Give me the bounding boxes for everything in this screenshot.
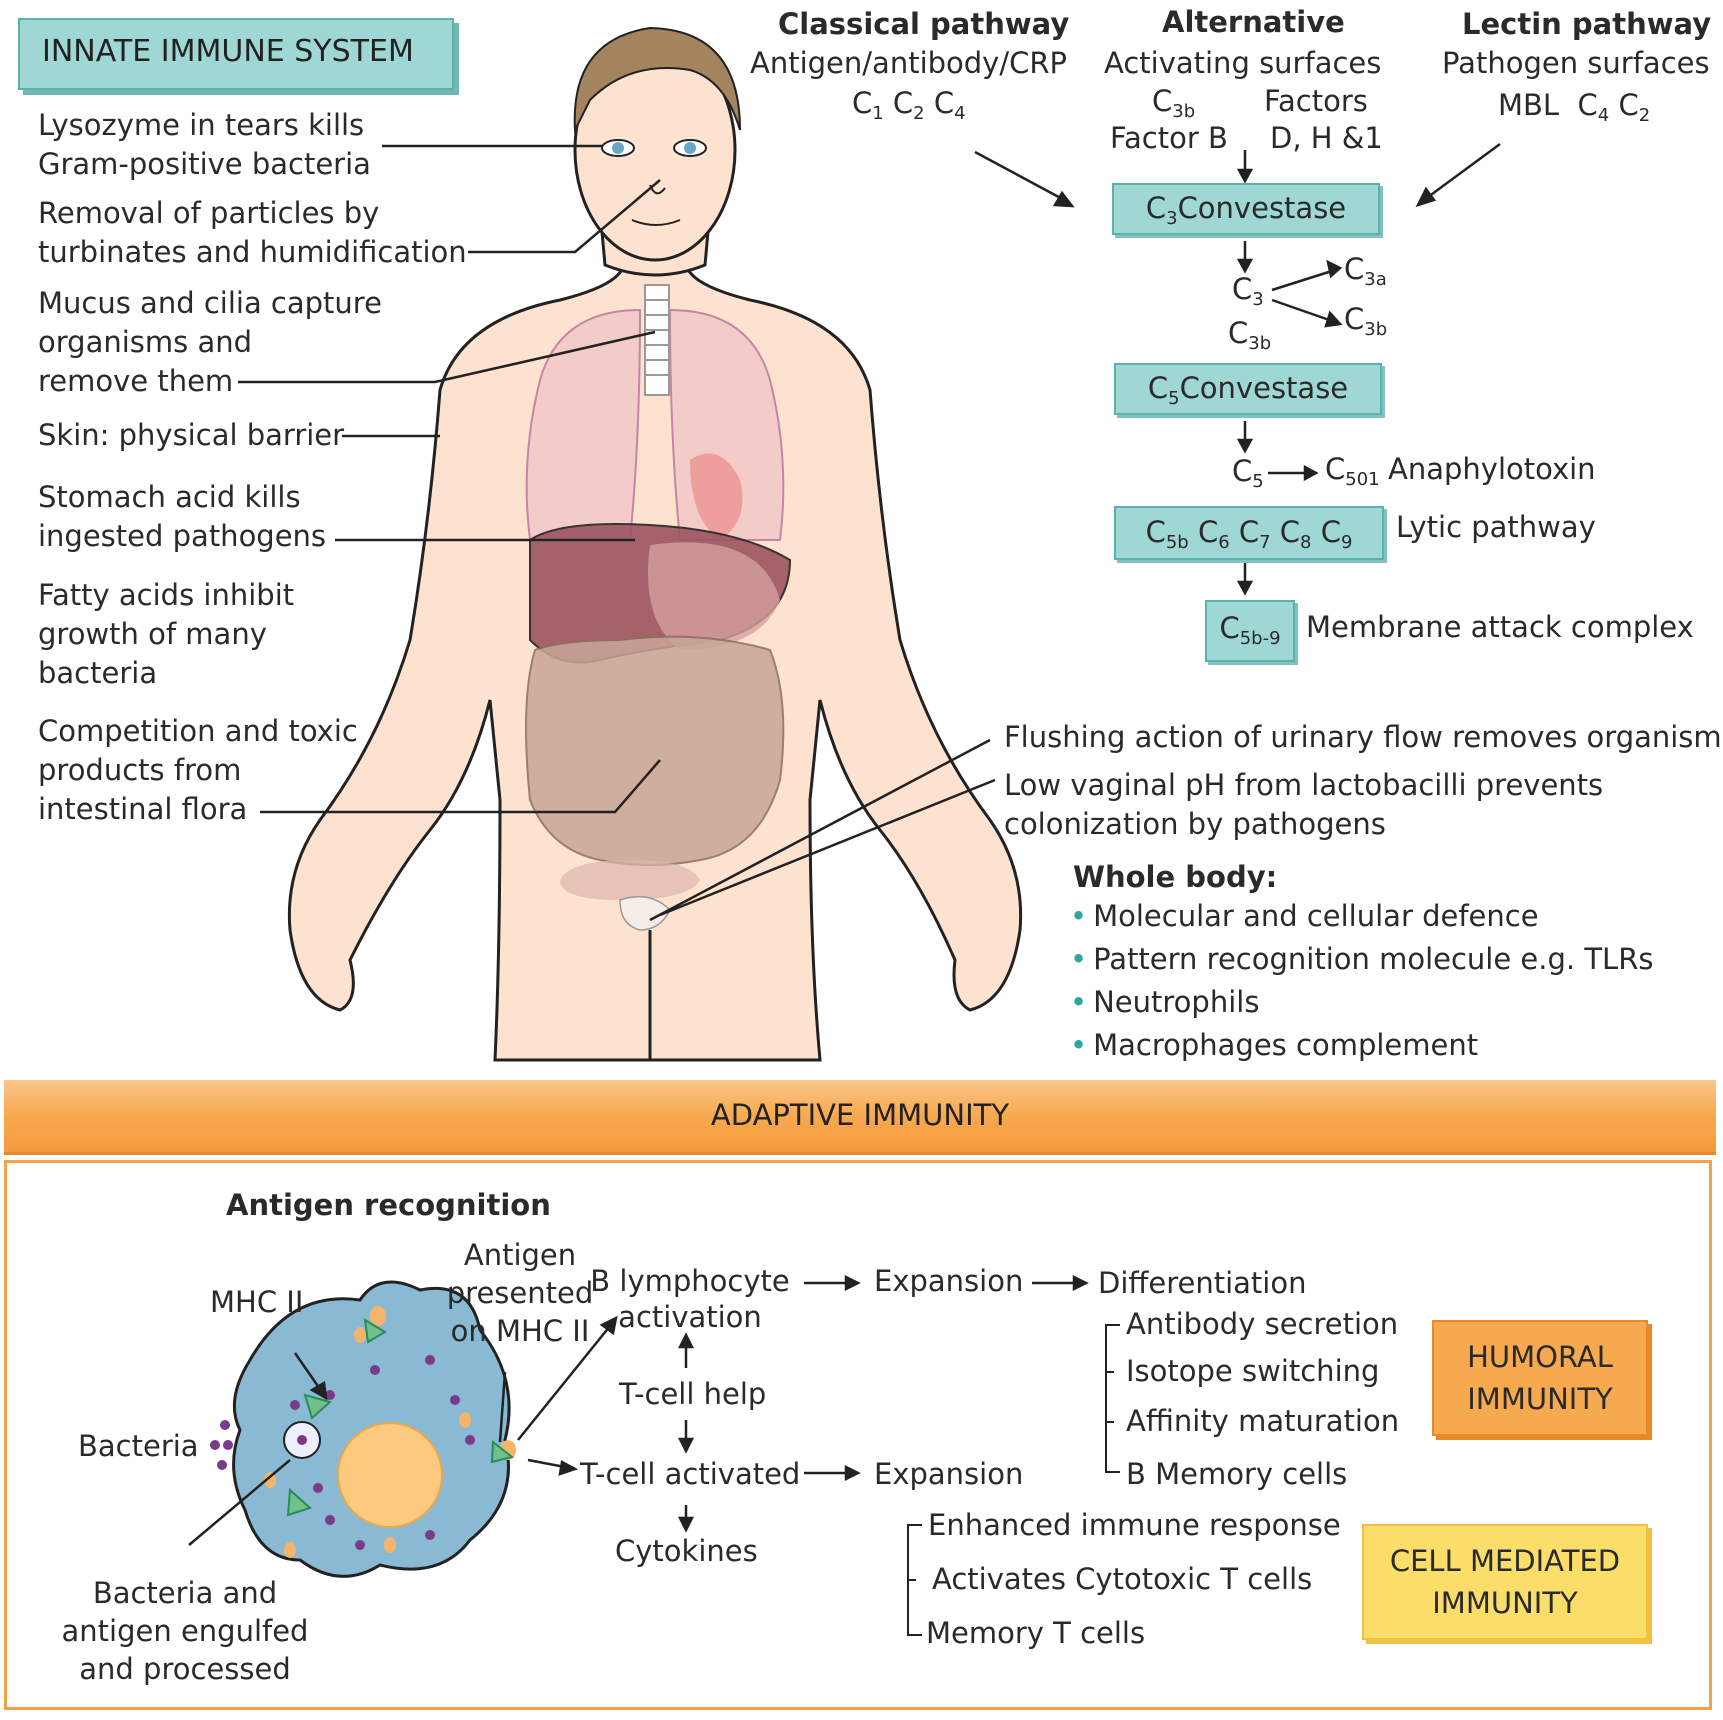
alternative-title: Alternative <box>1162 5 1345 39</box>
label-stomach-1: Stomach acid kills <box>38 480 301 514</box>
b-activation-1: B lymphocyte <box>590 1264 790 1298</box>
differentiation: Differentiation <box>1098 1266 1307 1300</box>
classical-components: C1 C2 C4 <box>852 86 966 124</box>
label-mucus-3: remove them <box>38 364 234 398</box>
t-activated: T-cell activated <box>580 1457 801 1491</box>
c5-node: C5 <box>1232 454 1264 492</box>
humoral-item: Isotope switching <box>1126 1354 1380 1388</box>
label-fatty-3: bacteria <box>38 656 158 690</box>
whole-body-item: •Macrophages complement <box>1070 1028 1479 1062</box>
humoral-box: HUMORAL IMMUNITY <box>1432 1320 1648 1436</box>
humoral-title-2: IMMUNITY <box>1467 1382 1613 1416</box>
innate-title: INNATE IMMUNE SYSTEM <box>42 34 414 69</box>
adaptive-banner: ADAPTIVE IMMUNITY <box>4 1080 1716 1155</box>
whole-body-item: •Pattern recognition molecule e.g. TLRs <box>1070 942 1654 976</box>
humoral-item: Antibody secretion <box>1126 1307 1399 1341</box>
whole-body-item: •Neutrophils <box>1070 985 1260 1019</box>
lectin-line1: Pathogen surfaces <box>1442 46 1710 80</box>
alternative-dh1: D, H &1 <box>1270 121 1383 155</box>
antigen-recognition-title: Antigen recognition <box>226 1188 551 1222</box>
alternative-c3b: C3b <box>1152 84 1196 122</box>
anaphylotoxin-label: Anaphylotoxin <box>1388 452 1596 486</box>
antigen-presented-3: on MHC II <box>450 1314 590 1348</box>
humoral-title-1: HUMORAL <box>1467 1340 1613 1374</box>
lectin-components: MBL C4 C2 <box>1498 88 1651 126</box>
cmi-title-1: CELL MEDIATED <box>1389 1544 1621 1578</box>
lytic-box: C5b C6 C7 C8 C9 <box>1114 506 1384 560</box>
adaptive-panel <box>4 1160 1712 1710</box>
c5-convertase-box: C5Convestase <box>1114 363 1382 415</box>
cmi-box: CELL MEDIATED IMMUNITY <box>1362 1524 1648 1640</box>
engulfed-2: antigen engulfed <box>61 1614 309 1648</box>
bacteria-label: Bacteria <box>78 1429 199 1463</box>
bladder-icon <box>619 895 671 931</box>
whole-body-item: •Molecular and cellular defence <box>1070 899 1539 933</box>
innate-title-box: INNATE IMMUNE SYSTEM <box>18 18 454 90</box>
label-lysozyme-1: Lysozyme in tears kills <box>38 108 365 142</box>
label-skin: Skin: physical barrier <box>38 418 345 452</box>
adaptive-banner-title: ADAPTIVE IMMUNITY <box>710 1098 1010 1132</box>
mac-box: C5b-9 <box>1205 600 1295 662</box>
humoral-item: B Memory cells <box>1126 1457 1348 1491</box>
mhc2-icon <box>303 1393 333 1420</box>
antigen-presented-1: Antigen <box>463 1238 577 1272</box>
expansion-t: Expansion <box>874 1457 1024 1491</box>
label-fatty-2: growth of many <box>38 617 267 651</box>
mhc2-label: MHC II <box>210 1285 304 1319</box>
b-activation-2: activation <box>618 1300 762 1334</box>
label-competition-1: Competition and toxic <box>38 714 358 748</box>
trachea-icon <box>644 284 670 396</box>
c3-node: C3 <box>1232 272 1264 310</box>
expansion-b: Expansion <box>874 1264 1024 1298</box>
cell-item: Enhanced immune response <box>928 1508 1341 1542</box>
lungs-icon <box>525 308 642 541</box>
t-help: T-cell help <box>619 1377 767 1411</box>
mac-label: Membrane attack complex <box>1306 610 1694 644</box>
stomach-icon <box>648 542 780 650</box>
label-lysozyme-2: Gram-positive bacteria <box>38 147 371 181</box>
alternative-factors: Factors <box>1264 84 1368 118</box>
hair-icon <box>573 26 741 134</box>
cytokines: Cytokines <box>615 1534 758 1568</box>
classical-title: Classical pathway <box>778 7 1070 41</box>
lectin-title: Lectin pathway <box>1462 7 1712 41</box>
label-mucus-2: organisms and <box>38 325 253 359</box>
label-removal-1: Removal of particles by <box>38 196 380 230</box>
label-removal-2: turbinates and humidification <box>38 235 467 269</box>
nucleus-icon <box>337 1422 443 1528</box>
label-stomach-2: ingested pathogens <box>38 519 327 553</box>
label-flushing: Flushing action of urinary flow removes … <box>1004 720 1723 754</box>
label-competition-3: intestinal flora <box>38 792 248 826</box>
label-competition-2: products from <box>38 753 242 787</box>
classical-line1: Antigen/antibody/CRP <box>750 46 1068 80</box>
c3b-node: C3b <box>1344 302 1388 340</box>
c3b-node-left: C3b <box>1228 316 1272 354</box>
antigen-presented-2: presented <box>446 1276 594 1310</box>
whole-body-title: Whole body: <box>1073 860 1278 894</box>
cmi-title-2: IMMUNITY <box>1432 1586 1578 1620</box>
alternative-line1: Activating surfaces <box>1104 46 1382 80</box>
engulfed-1: Bacteria and <box>92 1576 278 1610</box>
humoral-item: Affinity maturation <box>1126 1404 1400 1438</box>
label-vaginal-2: colonization by pathogens <box>1004 807 1386 841</box>
heart-icon <box>690 453 743 540</box>
engulfed-3: and processed <box>79 1652 291 1686</box>
label-fatty-1: Fatty acids inhibit <box>38 578 295 612</box>
intestines-icon <box>525 635 785 866</box>
cell-item: Activates Cytotoxic T cells <box>932 1562 1313 1596</box>
c3a-node: C3a <box>1344 252 1387 290</box>
c501-node: C501 <box>1325 452 1380 490</box>
label-vaginal-1: Low vaginal pH from lactobacilli prevent… <box>1004 768 1604 802</box>
cell-item: Memory T cells <box>926 1616 1146 1650</box>
label-mucus-1: Mucus and cilia capture <box>38 286 382 320</box>
c3-convertase-box: C3Convestase <box>1112 183 1380 235</box>
lytic-label: Lytic pathway <box>1396 510 1596 544</box>
alternative-factor-b: Factor B <box>1110 121 1228 155</box>
